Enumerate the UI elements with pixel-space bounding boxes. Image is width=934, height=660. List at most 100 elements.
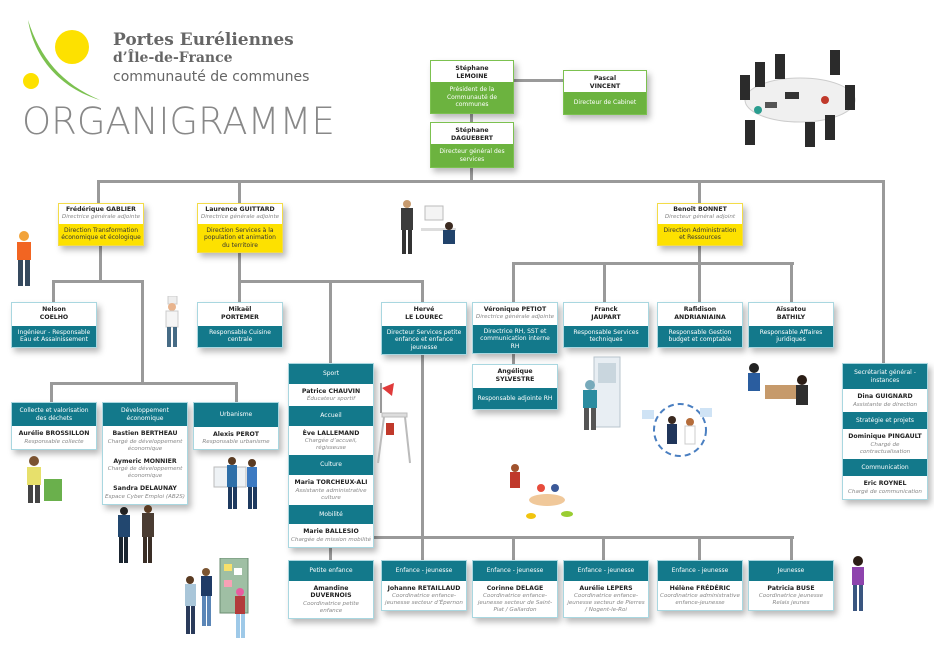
lifeguard-chair-illustration-icon — [377, 383, 411, 464]
recycling-worker-illustration-icon — [27, 456, 62, 503]
unit-title-communication: Communication — [843, 458, 927, 477]
manager-first-name: Franck — [594, 306, 618, 313]
person-role: Chargée de mission mobilité — [291, 536, 372, 543]
unit-title: Développement économique — [103, 403, 187, 426]
card-unit-collecte[interactable]: Collecte et valorisation des déchets Aur… — [11, 402, 97, 450]
unit-title-sport: Sport — [289, 364, 373, 384]
person-role: Éducateur sportif — [306, 396, 356, 403]
dgs-last-name: DAGUEBERT — [451, 134, 493, 142]
unit-title: Enfance - jeunesse — [658, 561, 742, 581]
logo-mark-icon — [23, 20, 100, 100]
handshake-illustration-icon — [118, 505, 154, 563]
person-role: Responsable urbanisme — [202, 439, 270, 446]
unit-title-secretariat: Secrétariat général - instances — [843, 364, 927, 389]
director-name: Benoît BONNET — [673, 206, 727, 213]
cabinet-first-name: Pascal — [593, 75, 617, 82]
person-name: Sandra DELAUNAY — [113, 485, 177, 493]
logo: Portes Euréliennes d’Île-de-France commu… — [20, 18, 335, 143]
cabinet-last-name: VINCENT — [589, 82, 621, 90]
manager-first-name: Hervé — [413, 306, 435, 313]
director-direction: Direction Transformation économique et é… — [59, 223, 143, 245]
data-team-illustration-icon — [642, 403, 712, 457]
person-name: Aurélie BROSSILLON — [18, 430, 90, 437]
manager-first-name: Nelson — [42, 306, 66, 313]
person-name: Johanne RETAILLAUD — [387, 584, 461, 592]
team-board-illustration-icon — [185, 558, 249, 638]
meeting-desk-illustration-icon — [748, 363, 808, 405]
cabinet-role: Directeur de Cabinet — [564, 92, 646, 114]
person-role: Chargée d’accueil, régisseuse — [304, 438, 358, 452]
manager-last-name: LE LOUREC — [405, 313, 443, 321]
manager-last-name: JAUPART — [591, 313, 621, 321]
person-name: Bastien BERTHEAU — [112, 430, 178, 437]
manager-role: Directrice RH, SST et communication inte… — [473, 324, 557, 354]
director-name: Frédérique GABLIER — [66, 206, 136, 213]
person-name: Aurélie LEPERS — [579, 584, 633, 592]
card-unit-dev-eco[interactable]: Développement économique Bastien BERTHEA… — [102, 402, 188, 506]
person-role: Chargé de développement économique — [107, 466, 183, 480]
director-title: Directeur général adjoint — [664, 213, 736, 220]
person-name: Hélène FRÉDÉRIC — [669, 584, 731, 592]
person-name[interactable]: Maria TORCHEUX-ALI — [294, 478, 368, 486]
children-play-illustration-icon — [510, 464, 573, 519]
director-name: Laurence GUITTARD — [205, 206, 275, 213]
dgs-role: Directeur général des services — [431, 144, 513, 167]
director-direction: Direction Administration et Ressources — [658, 223, 742, 245]
person-name[interactable]: Marie BALLESIO — [303, 528, 359, 536]
manager-role: Responsable Cuisine centrale — [198, 325, 282, 347]
person-name: Corinne DELAGE — [486, 584, 544, 592]
person-name[interactable]: Dina GUIGNARD — [857, 393, 913, 400]
unit-title: Enfance - jeunesse — [382, 561, 466, 581]
unit-title: Jeunesse — [749, 561, 833, 581]
page-title: ORGANIGRAMME — [22, 100, 335, 143]
person-role: Chargé de communication — [848, 489, 922, 496]
office-illustration-icon — [401, 200, 456, 254]
person-name[interactable]: Patrice CHAUVIN — [301, 387, 361, 395]
manager-last-name: PORTEMER — [221, 313, 259, 321]
young-person-illustration-icon — [852, 556, 864, 611]
card-secretariat-units: Secrétariat général - instances Dina GUI… — [842, 363, 928, 501]
president-last-name: LEMOINE — [456, 72, 488, 80]
unit-title-mobilite: Mobilité — [289, 504, 373, 525]
person-name[interactable]: Dominique PINGAULT — [848, 433, 922, 441]
person-name[interactable]: Eric ROYNEL — [863, 480, 907, 488]
unit-title: Enfance - jeunesse — [564, 561, 648, 581]
person-role: Coordinatrice enfance-jeunesse secteur d… — [385, 593, 463, 607]
worker-illustration-icon — [17, 231, 31, 286]
dgs-first-name: Stéphane — [455, 127, 489, 134]
manager-first-name: Rafidison — [683, 306, 717, 313]
person-role: Coordinatrice enfance-jeunesse secteur d… — [567, 593, 645, 614]
unit-title: Enfance - jeunesse — [473, 561, 557, 581]
person-role: Chargé de contractualisation — [859, 441, 911, 455]
manager-last-name: BATHILY — [776, 313, 806, 321]
person-role: Coordinatrice petite enfance — [303, 601, 359, 614]
person-name[interactable]: Ève LALLEMAND — [302, 429, 360, 437]
person-role: Coordinatrice enfance-jeunesse secteur d… — [477, 593, 553, 614]
person-role: Assistante administrative culture — [295, 487, 367, 501]
brand-region: d’Île-de-France — [113, 50, 233, 66]
person-role: Responsable collecte — [24, 438, 84, 445]
person-role: Chargé de développement économique — [107, 438, 183, 452]
